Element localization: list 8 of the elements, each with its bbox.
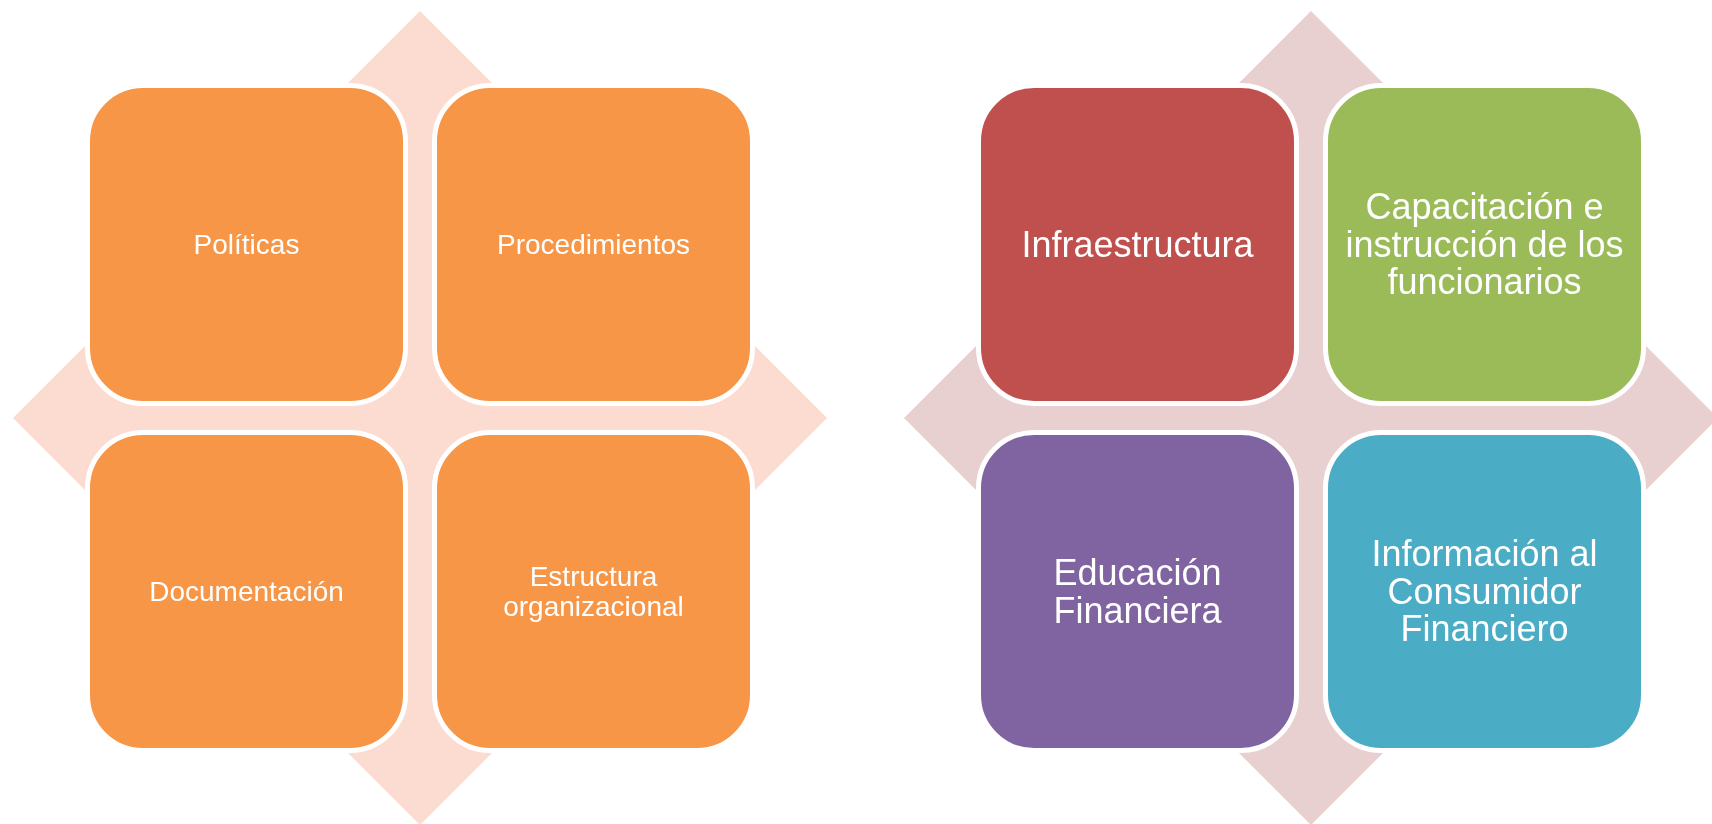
box-label: Capacitación e instrucción de los funcionarios [1344, 187, 1625, 302]
box-label: Estructura organizacional [502, 562, 685, 621]
box-label: Infraestructura [1021, 225, 1254, 264]
box-label: Procedimientos [497, 229, 690, 260]
box-label: Documentación [149, 576, 344, 607]
box-label: Políticas [193, 229, 300, 260]
box-label: Información al Consumidor Financiero [1370, 534, 1599, 649]
box-label: Educación Financiera [1052, 553, 1223, 630]
